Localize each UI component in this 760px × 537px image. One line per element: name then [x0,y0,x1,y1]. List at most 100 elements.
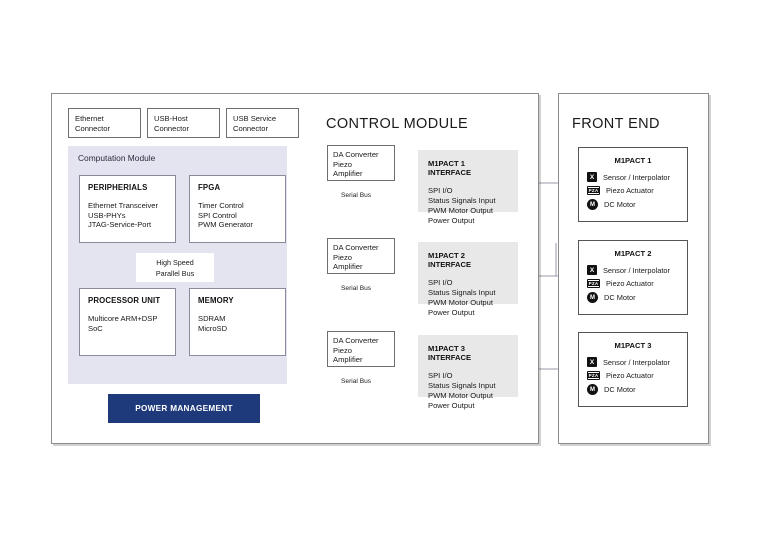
m1pact-1-interface-items: SPI I/O Status Signals Input PWM Motor O… [428,186,508,226]
piezo-actuator-icon: PZA [587,371,600,380]
block-peripherials-item-2: JTAG-Service-Port [88,220,152,230]
serial-bus-label-1: Serial Bus [341,192,372,199]
connector-ethernet: Ethernet Connector [68,108,141,138]
block-fpga-items: Timer Control SPI Control PWM Generator [198,201,277,230]
da-converter-3-line3: Amplifier [333,355,363,365]
connector-ethernet-line1: Ethernet [75,114,104,123]
block-processor-unit-item-1: SoC [88,323,103,333]
serial-bus-label-2: Serial Bus [341,285,372,292]
block-processor-unit-items: Multicore ARM+DSP SoC [88,314,167,333]
da-converter-2: DA Converter Piezo Amplifier [327,238,395,274]
m1pact-1-interface-item-3: Power Output [428,216,475,225]
bus-label-line1: High Speed [156,257,194,267]
m1pact-2-interface-title: M1PACT 2 INTERFACE [428,251,472,269]
connector-ethernet-line2: Connector [75,123,111,133]
da-converter-3: DA Converter Piezo Amplifier [327,331,395,367]
bus-label-line2: Parallel Bus [155,268,195,278]
da-converter-2-line3: Amplifier [333,262,363,272]
block-peripherials: PERIPHERIALS Ethernet Transceiver USB-PH… [79,175,176,243]
m1pact-1-interface-item-1: Status Signals Input [428,196,496,205]
m1pact-1-interface: M1PACT 1 INTERFACE SPI I/O Status Signal… [418,150,518,225]
m1pact-2-interface-item-1: Status Signals Input [428,288,496,297]
bus-label-backdrop [136,253,214,282]
frontend-unit-m1pact-3-label-sensor: Sensor / Interpolator [603,357,670,367]
block-fpga-title: FPGA [198,183,221,192]
frontend-unit-m1pact-3-row-sensor: X Sensor / Interpolator [587,357,679,367]
da-converter-3-line1: DA Converter [333,336,379,345]
connector-usb-service-line1: USB Service [233,114,277,123]
frontend-unit-m1pact-2-row-motor: M DC Motor [587,292,679,303]
block-processor-unit-item-0: Multicore ARM+DSP [88,314,158,323]
block-fpga-item-2: PWM Generator [198,220,253,230]
block-memory-title: MEMORY [198,296,234,305]
panel-title-control-module: CONTROL MODULE [326,116,469,132]
frontend-unit-m1pact-1-title: M1PACT 1 [614,156,652,165]
block-peripherials-item-0: Ethernet Transceiver [88,201,159,210]
m1pact-1-interface-title: M1PACT 1 INTERFACE [428,159,472,177]
block-fpga-item-1: SPI Control [198,210,237,220]
piezo-actuator-icon: PZA [587,186,600,195]
connector-usb-service-line2: Connector [233,123,269,133]
connector-usb-host: USB-Host Connector [147,108,220,138]
block-peripherials-items: Ethernet Transceiver USB-PHYs JTAG-Servi… [88,201,167,230]
frontend-unit-m1pact-3-row-motor: M DC Motor [587,384,679,395]
frontend-unit-m1pact-3: M1PACT 3 X Sensor / Interpolator PZA Pie… [578,332,688,407]
dc-motor-icon: M [587,292,598,303]
m1pact-3-interface-item-1: Status Signals Input [428,381,496,390]
da-converter-1: DA Converter Piezo Amplifier [327,145,395,181]
frontend-unit-m1pact-3-title: M1PACT 3 [614,341,652,350]
frontend-unit-m1pact-2-label-sensor: Sensor / Interpolator [603,265,670,275]
m1pact-3-interface: M1PACT 3 INTERFACE SPI I/O Status Signal… [418,335,518,410]
block-memory: MEMORY SDRAM MicroSD [189,288,286,356]
connector-usb-host-line2: Connector [154,123,190,133]
m1pact-3-interface-item-0: SPI I/O [428,371,453,380]
block-peripherials-title: PERIPHERIALS [88,183,148,192]
frontend-unit-m1pact-1-label-piezo: Piezo Actuator [606,186,654,195]
da-converter-2-line1: DA Converter [333,243,379,252]
da-converter-1-line3: Amplifier [333,169,363,179]
frontend-unit-m1pact-1-label-sensor: Sensor / Interpolator [603,172,670,182]
frontend-unit-m1pact-2-row-sensor: X Sensor / Interpolator [587,265,679,275]
frontend-unit-m1pact-2: M1PACT 2 X Sensor / Interpolator PZA Pie… [578,240,688,315]
power-management-block: POWER MANAGEMENT [108,394,260,423]
m1pact-2-interface-item-3: Power Output [428,308,475,317]
m1pact-2-interface-item-2: PWM Motor Output [428,298,493,307]
m1pact-3-interface-item-3: Power Output [428,401,475,410]
frontend-unit-m1pact-1-label-motor: DC Motor [604,200,636,209]
block-peripherials-item-1: USB-PHYs [88,210,126,220]
frontend-unit-m1pact-3-label-motor: DC Motor [604,385,636,394]
piezo-actuator-icon: PZA [587,279,600,288]
frontend-unit-m1pact-2-title: M1PACT 2 [614,249,652,258]
da-converter-1-line1: DA Converter [333,150,379,159]
bus-label: High Speed Parallel Bus [136,253,214,282]
frontend-unit-m1pact-2-label-piezo: Piezo Actuator [606,279,654,288]
block-memory-item-0: SDRAM [198,314,226,323]
frontend-unit-m1pact-1-row-motor: M DC Motor [587,199,679,210]
m1pact-1-interface-item-2: PWM Motor Output [428,206,493,215]
sensor-interpolator-icon: X [587,357,597,367]
dc-motor-icon: M [587,199,598,210]
connector-usb-service: USB Service Connector [226,108,299,138]
da-converter-1-line2: Piezo [333,159,352,169]
connector-usb-host-line1: USB-Host [154,114,188,123]
m1pact-3-interface-title: M1PACT 3 INTERFACE [428,344,472,362]
m1pact-2-interface: M1PACT 2 INTERFACE SPI I/O Status Signal… [418,242,518,317]
frontend-unit-m1pact-1-row-piezo: PZA Piezo Actuator [587,186,679,195]
computation-module-label: Computation Module [78,153,156,163]
m1pact-2-interface-items: SPI I/O Status Signals Input PWM Motor O… [428,278,508,318]
frontend-unit-m1pact-1-row-sensor: X Sensor / Interpolator [587,172,679,182]
block-memory-item-1: MicroSD [198,323,228,333]
m1pact-1-interface-item-0: SPI I/O [428,186,453,195]
m1pact-2-interface-item-0: SPI I/O [428,278,453,287]
panel-title-front-end: FRONT END [572,116,660,132]
block-fpga-item-0: Timer Control [198,201,244,210]
frontend-unit-m1pact-3-row-piezo: PZA Piezo Actuator [587,371,679,380]
frontend-unit-m1pact-3-label-piezo: Piezo Actuator [606,371,654,380]
da-converter-3-line2: Piezo [333,345,352,355]
block-fpga: FPGA Timer Control SPI Control PWM Gener… [189,175,286,243]
dc-motor-icon: M [587,384,598,395]
power-management-label: POWER MANAGEMENT [135,404,233,413]
sensor-interpolator-icon: X [587,172,597,182]
block-processor-unit: PROCESSOR UNIT Multicore ARM+DSP SoC [79,288,176,356]
